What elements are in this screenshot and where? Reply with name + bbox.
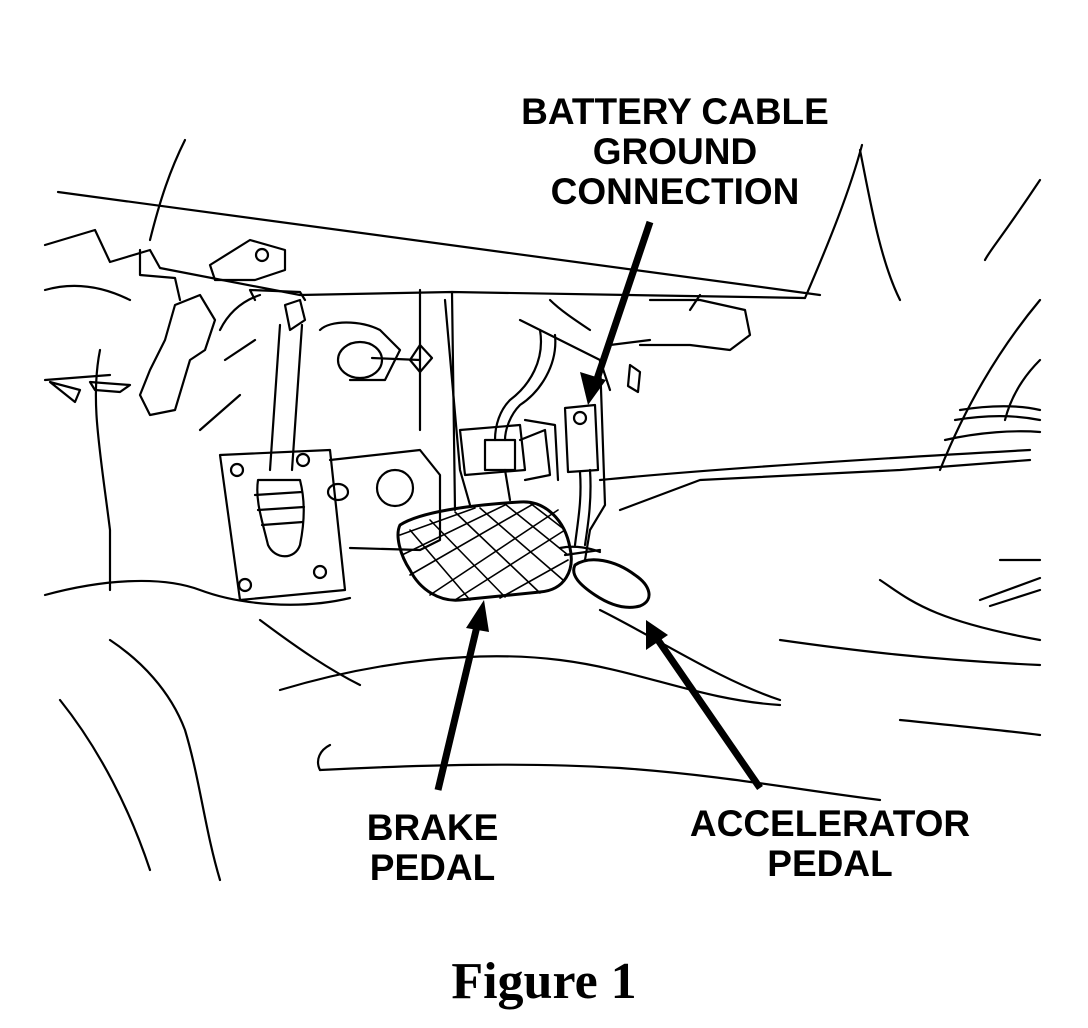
arrow-brake-pedal xyxy=(434,621,482,791)
label-line: PEDAL xyxy=(369,847,496,888)
label-line: BRAKE xyxy=(366,807,499,848)
arrowhead-accelerator xyxy=(646,620,668,650)
brake-pedal-pad xyxy=(396,500,573,602)
label-line: CONNECTION xyxy=(550,171,800,212)
label-line: GROUND xyxy=(592,131,758,172)
instrument-panel-underside xyxy=(43,138,864,352)
accelerator-pedal-label: ACCELERATOR PEDAL xyxy=(660,804,1000,884)
right-kick-panel xyxy=(548,148,1042,472)
left-bracket xyxy=(43,284,262,592)
figure-caption: Figure 1 xyxy=(451,953,637,1010)
arrowhead-battery xyxy=(580,372,606,405)
arrowhead-brake xyxy=(466,600,489,632)
callout-arrows xyxy=(434,220,763,791)
battery-cable-ground-label: BATTERY CABLE GROUND CONNECTION xyxy=(480,92,870,212)
arrow-accelerator-pedal xyxy=(655,638,763,790)
brake-booster-rod xyxy=(218,298,347,602)
label-line: PEDAL xyxy=(767,843,893,884)
label-line: BATTERY CABLE xyxy=(521,91,829,132)
accelerator-pedal xyxy=(558,545,651,609)
arrow-battery-cable xyxy=(592,220,654,384)
floor-contours xyxy=(43,448,1042,882)
brake-lamp-switch xyxy=(458,328,560,502)
pedal-support-bracket xyxy=(318,288,472,552)
label-line: ACCELERATOR xyxy=(689,803,971,844)
brake-pedal-label: BRAKE PEDAL xyxy=(330,808,535,888)
ground-stud xyxy=(518,318,642,562)
